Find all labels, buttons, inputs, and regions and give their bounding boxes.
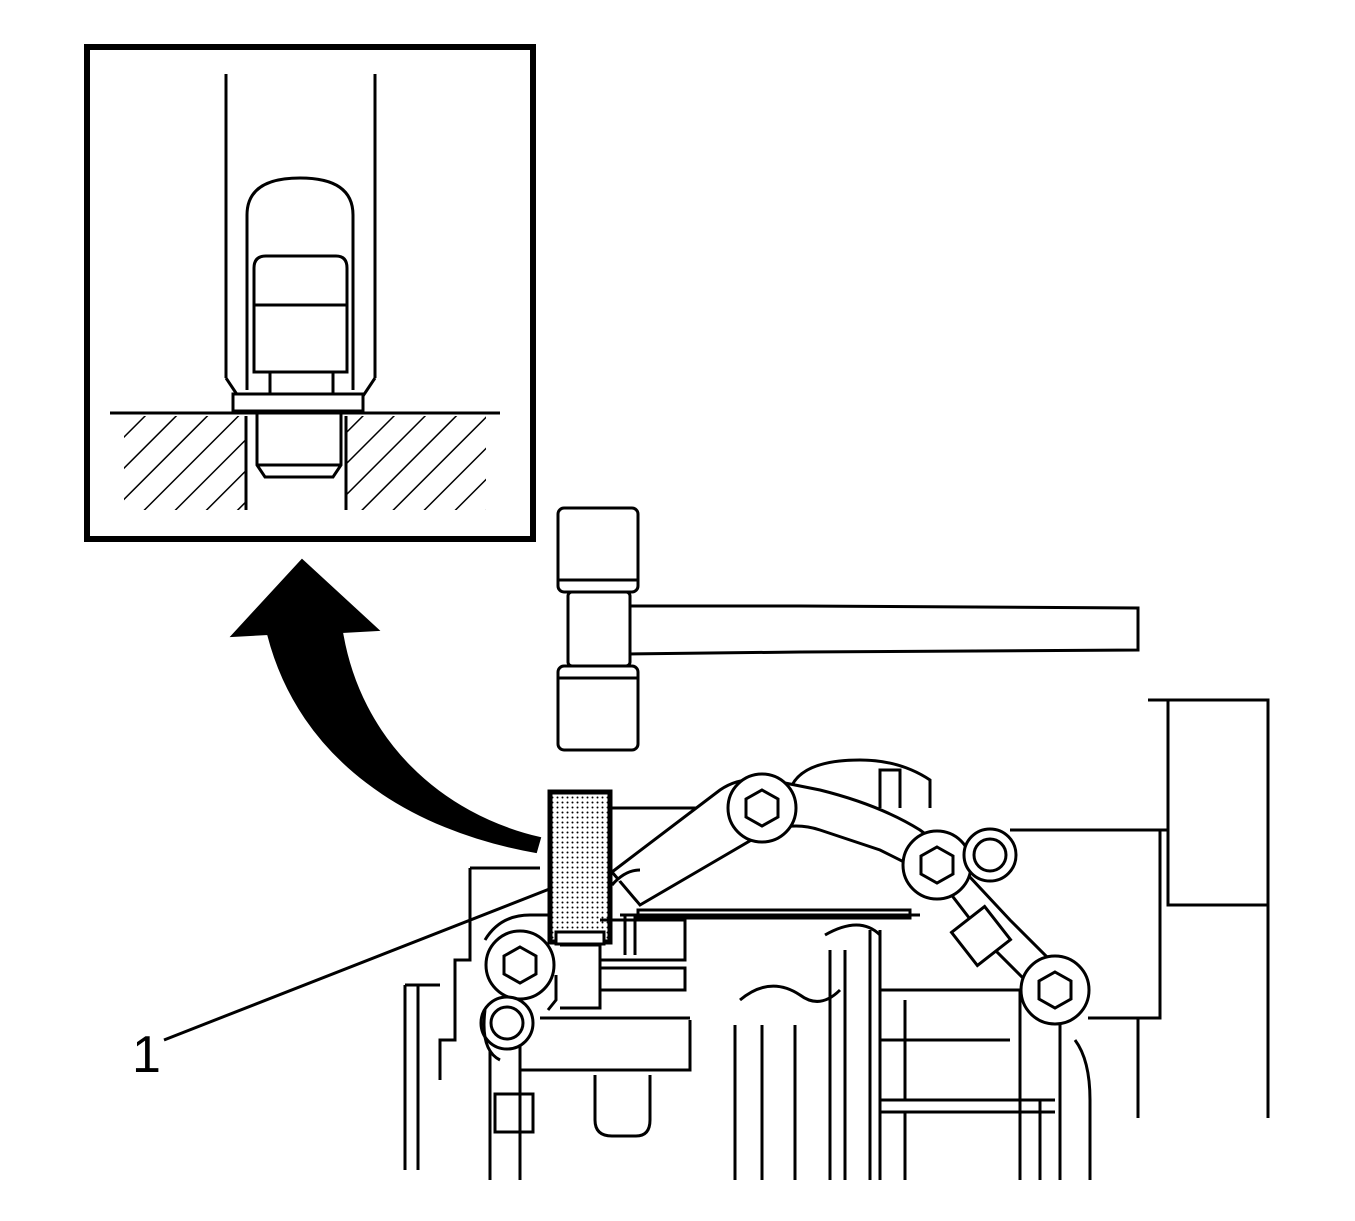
sensor-block [949, 904, 1013, 968]
installer-tool [547, 789, 613, 946]
hammer [556, 506, 1140, 752]
bolt-heads [479, 772, 1091, 1051]
bolt-shank [255, 413, 343, 479]
washer [231, 392, 365, 413]
callout-leader-line [163, 886, 553, 1042]
dowel-right [962, 827, 1018, 883]
bolt-left [484, 929, 556, 1001]
detail-inset [84, 44, 536, 542]
callout-label: 1 [132, 1026, 161, 1084]
bolt-top [726, 772, 798, 844]
bolt-right [901, 829, 973, 901]
bolt-far-right [1019, 954, 1091, 1026]
engine-housing [403, 698, 1270, 1180]
callout-1: 1 [132, 886, 553, 1084]
dowel-left [479, 995, 535, 1051]
socket-tool [224, 74, 377, 397]
curved-arrow-icon [229, 558, 542, 854]
hatched-material [124, 416, 486, 510]
